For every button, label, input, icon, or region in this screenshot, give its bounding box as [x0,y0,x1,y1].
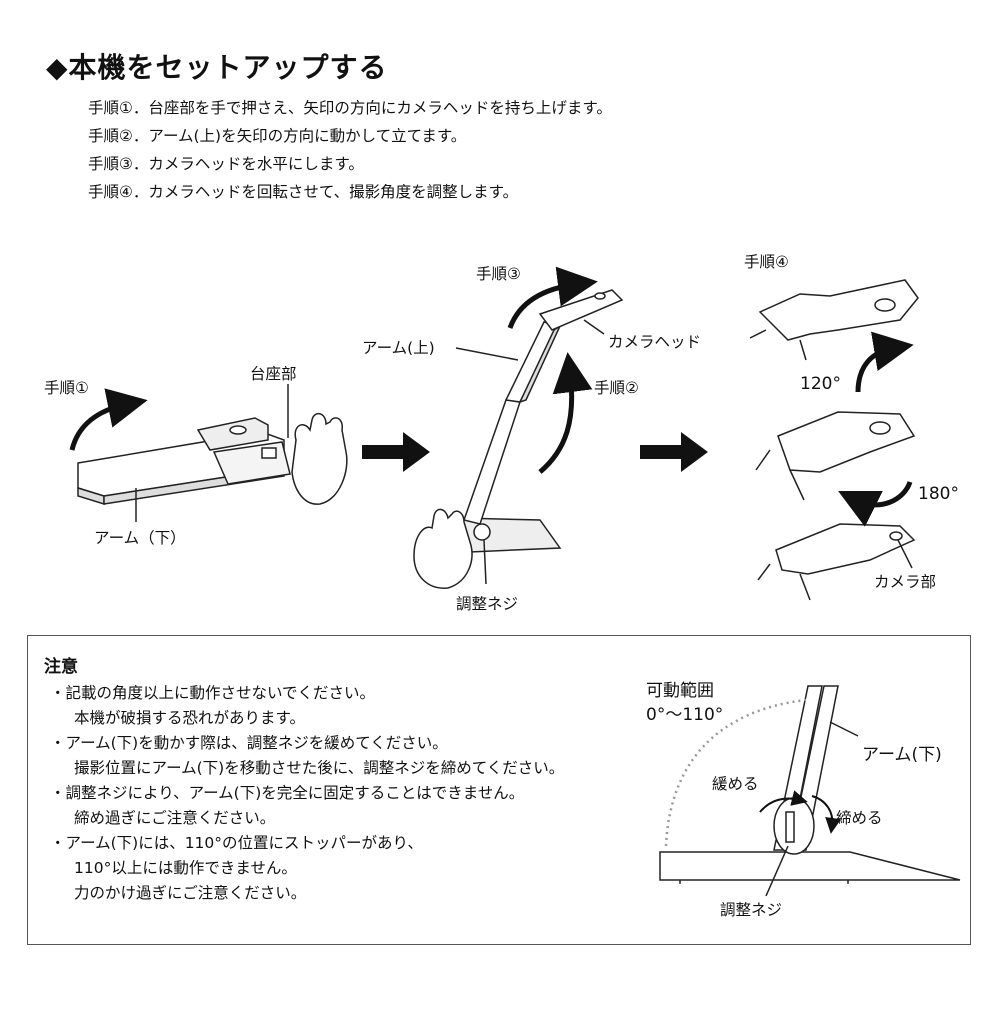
note-line: 本機が破損する恐れがあります。 [74,709,305,727]
step-3-label: 手順③ [476,265,521,283]
note-line: ・アーム(下)を動かす際は、調整ネジを緩めてください。 [50,734,448,752]
note-line: ・記載の角度以上に動作させないでください。 [50,684,376,702]
range-arc [664,698,807,847]
next-arrow-icon [640,432,708,472]
lift-arrow-icon [69,388,148,451]
note-line: ・アーム(下)には、110°の位置にストッパーがあり、 [50,834,423,852]
leader-line [583,319,605,335]
caution-note: ・アーム(下)には、110°の位置にストッパーがあり、 110°以上には動作でき… [50,831,564,906]
next-arrow-icon [362,432,430,472]
caution-note: ・アーム(下)を動かす際は、調整ネジを緩めてください。 撮影位置にアーム(下)を… [50,731,564,781]
adjust-screw-label: 調整ネジ [456,595,519,613]
range-value-label: 0°～110° [646,705,724,725]
loosen-label: 緩める [712,775,759,793]
step-4-text: 手順④．カメラヘッドを回転させて、撮影角度を調整します。 [88,183,519,201]
folded-device-drawing [77,417,291,506]
diagram-adjust-screw-label: 調整ネジ [720,901,783,919]
note-line: 撮影位置にアーム(下)を移動させた後に、調整ネジを締めてください。 [74,759,565,777]
note-line: 締め過ぎにご注意ください。 [74,809,276,827]
leader-line [483,539,487,585]
note-line: ・調整ネジにより、アーム(下)を完全に固定することはできません。 [50,784,525,802]
rotate-120-arrow-icon [855,331,914,393]
caution-notes: ・記載の角度以上に動作させないでください。 本機が破損する恐れがあります。 ・ア… [50,681,564,906]
hand-icon [413,508,473,589]
hand-icon [291,412,348,505]
arm-lower-label: アーム（下） [94,529,186,547]
caution-title: 注意 [44,657,78,677]
caution-note: ・調整ネジにより、アーム(下)を完全に固定することはできません。 締め過ぎにご注… [50,781,564,831]
rotate-180-arrow-icon [838,481,913,527]
step-2-text: 手順②．アーム(上)を矢印の方向に動かして立てます。 [88,127,467,145]
rotate-arrow-icon [507,266,598,329]
step-1-label: 手順① [44,379,89,397]
camera-part-label: カメラ部 [874,573,937,591]
step-3-text: 手順③．カメラヘッドを水平にします。 [88,155,364,173]
caution-note: ・記載の角度以上に動作させないでください。 本機が破損する恐れがあります。 [50,681,564,731]
step-1-text: 手順①．台座部を手で押さえ、矢印の方向にカメラヘッドを持ち上げます。 [88,99,612,117]
leader-line [897,539,913,569]
leader-line [455,347,519,361]
raise-arrow-icon [538,352,593,474]
arm-upper-label: アーム(上) [362,339,435,357]
angle-120-label: 120° [800,374,841,394]
step-4-label: 手順④ [744,253,789,271]
tighten-label: 締める [836,809,883,827]
caution-box [27,635,971,945]
adjustment-range-diagram [659,685,961,897]
base-label: 台座部 [250,365,297,383]
camera-head-label: カメラヘッド [608,333,702,351]
angle-180-label: 180° [918,484,959,504]
diagram-arm-lower-label: アーム(下) [862,745,942,765]
note-line: 110°以上には動作できません。 [74,859,297,877]
step-2-label: 手順② [594,379,639,397]
step-list: 手順①．台座部を手で押さえ、矢印の方向にカメラヘッドを持ち上げます。 手順②．ア… [88,94,612,206]
section-title: ◆本機をセットアップする [46,51,388,84]
range-title-label: 可動範囲 [646,681,714,701]
raised-device-drawing [458,289,624,553]
camera-head-rotation-drawings [749,279,919,601]
note-line: 力のかけ過ぎにご注意ください。 [74,884,307,902]
